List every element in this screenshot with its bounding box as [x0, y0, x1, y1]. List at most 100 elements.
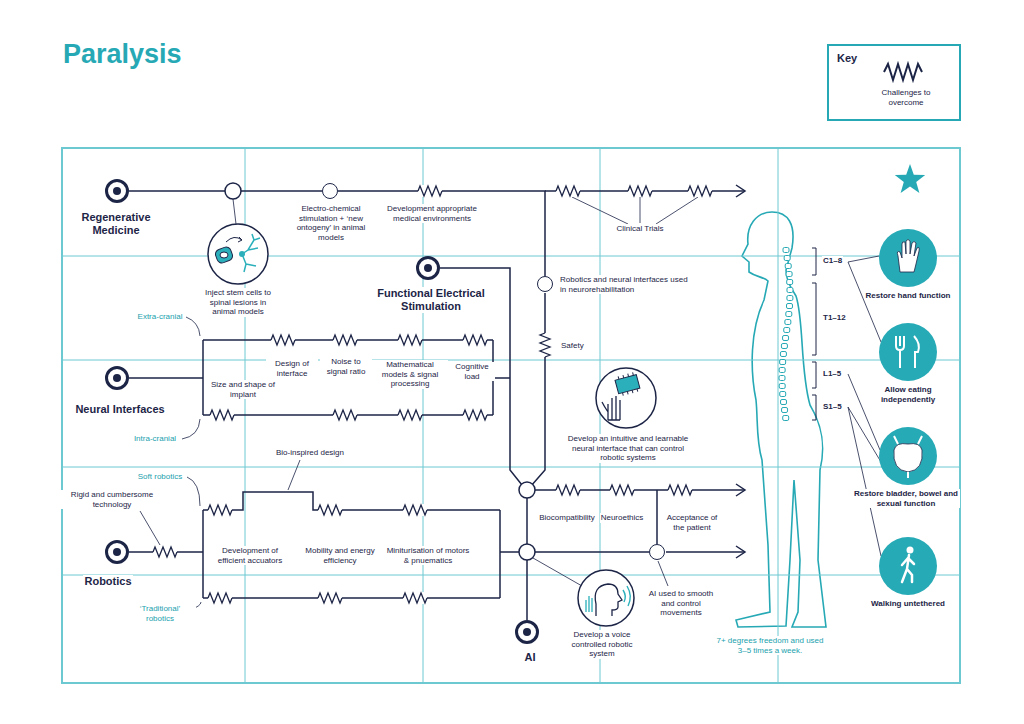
label: S1–5: [822, 402, 843, 412]
resistor-symbol: [668, 485, 692, 495]
stem-cell-icon: [214, 246, 234, 265]
junction-circle: [225, 183, 241, 199]
vertebra: [783, 416, 789, 421]
resistor-ground: [271, 334, 295, 346]
resistor-symbol: [463, 335, 487, 345]
resistor-symbol: [463, 410, 487, 420]
grid-line: [62, 575, 960, 576]
resistor-ground: [208, 504, 232, 516]
label: Cognitive load: [449, 362, 495, 381]
title: Paralysis: [62, 40, 183, 70]
resistor-symbol: [884, 64, 922, 80]
node-label: Restore bladder, bowel and sexual functi…: [853, 489, 960, 508]
label: Bio-inspired design: [275, 448, 345, 458]
stem-cell-icon: [239, 251, 245, 257]
start-node: Functional Electrical Stimulation: [416, 256, 440, 280]
start-node: Neural Interfaces: [105, 366, 129, 390]
voice-control-icon: [586, 596, 592, 612]
milestone-circle: Electro-chemical stimulation + ‘new onto…: [322, 183, 338, 199]
resistor-symbol: [271, 335, 295, 345]
resistor-ground: [539, 333, 551, 357]
resistor-ground: [688, 185, 712, 197]
vertebra: [780, 352, 786, 357]
resistor-symbol: [318, 593, 342, 603]
node-label: Walking untethered: [870, 599, 946, 609]
resistor-symbol: [628, 186, 652, 196]
resistor-symbol: [333, 410, 357, 420]
resistor-ground: [463, 334, 487, 346]
resistor-symbol: [556, 485, 580, 495]
vertebra: [782, 408, 788, 413]
arrow-head: [736, 185, 745, 197]
leader-line: [848, 262, 881, 342]
vertebra: [779, 368, 785, 373]
wire: [203, 492, 500, 510]
resistor-symbol: [418, 186, 442, 196]
leader-line: [848, 256, 879, 262]
leader-line: [572, 197, 628, 224]
label: Soft robotics: [137, 472, 183, 482]
neural-interface-icon: [602, 396, 620, 420]
label: Key: [836, 52, 858, 65]
resistor-ground: [318, 592, 342, 604]
vertebra: [780, 360, 786, 365]
resistor-ground: [398, 409, 422, 421]
bladder-icon: [894, 436, 922, 478]
wire: [203, 597, 500, 599]
node-label: Develop an intuitive and learnable neura…: [560, 434, 697, 463]
label: Development appropriate medical environm…: [376, 204, 488, 223]
grid-frame: [62, 148, 960, 683]
resistor-symbol: [333, 335, 357, 345]
resistor-symbol: [208, 593, 232, 603]
stem-cell-icon: [208, 224, 268, 284]
key-frame: [828, 45, 960, 120]
vertebra: [783, 248, 789, 253]
leader-line: [187, 477, 200, 506]
leader-line: [848, 407, 881, 462]
junction-circle: [519, 482, 535, 498]
label: Clinical Trials: [615, 224, 664, 234]
resistor-ground: [668, 484, 692, 496]
human-figure: [736, 212, 826, 627]
label: Noise to signal ratio: [320, 357, 372, 376]
leader-line: [233, 199, 236, 224]
resistor-symbol: [208, 505, 232, 515]
node-label: Functional Electrical Stimulation: [359, 287, 503, 313]
label: Mathematical models & signal processing: [372, 360, 448, 389]
vertebra: [781, 344, 787, 349]
wire: [656, 490, 658, 544]
resistor-ground: [556, 185, 580, 197]
walking-icon: [907, 547, 914, 554]
goal-circle: Restore bladder, bowel and sexual functi…: [879, 427, 937, 485]
stem-cell-icon: [220, 252, 228, 258]
resistor-symbol: [398, 335, 422, 345]
vertebra: [785, 264, 791, 269]
neural-interface-icon: [596, 368, 656, 428]
start-node: Regenerative Medicine: [105, 179, 129, 203]
icon-circle: Develop an intuitive and learnable neura…: [596, 368, 656, 428]
icon-circle: Develop a voice controlled robotic syste…: [578, 570, 634, 626]
spine-bracket: [812, 283, 816, 355]
wire: [202, 510, 204, 598]
vertebra: [783, 336, 789, 341]
star-symbol: [895, 164, 925, 193]
vertebra: [781, 400, 787, 405]
bladder-icon: [879, 427, 937, 485]
resistor-ground: [628, 185, 652, 197]
vertebra: [787, 288, 793, 293]
resistor-symbol: [610, 485, 634, 495]
cutlery-icon: [879, 323, 937, 381]
spine-bracket: [812, 395, 816, 420]
label: Miniturisation of motors & pnuematics: [384, 546, 472, 565]
label: Biocompatibility: [538, 513, 596, 523]
node-label: Robotics and neural interfaces used in n…: [559, 275, 696, 294]
vertebra: [780, 392, 786, 397]
bullseye-dot: [113, 548, 121, 556]
vertebra: [784, 256, 790, 261]
label: Design of interface: [266, 359, 318, 378]
vertebra: [786, 272, 792, 277]
node-label: Robotics: [83, 575, 132, 588]
label: L1–5: [822, 369, 842, 379]
